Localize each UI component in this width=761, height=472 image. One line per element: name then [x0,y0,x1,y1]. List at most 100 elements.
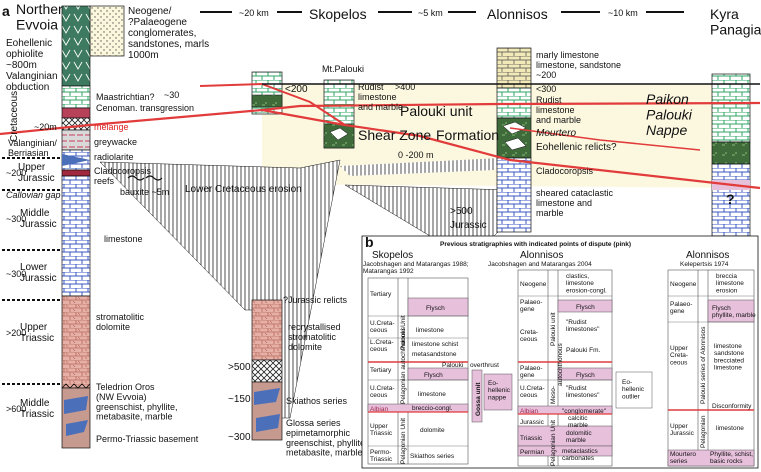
ophiolite-layer [61,5,91,87]
scale-label-10km: ~10 km [608,8,638,18]
marly-limestone [496,47,532,89]
greywacke-text: greywacke [94,137,137,147]
alonnisos-gt500: >500 [450,206,473,217]
thrust-upper [0,101,761,136]
c2-conglomerate: "conglomerate" [562,408,607,415]
gossa-nappe-box [483,373,513,411]
skopelos-m150: ~150 [228,394,251,405]
c1-lime-schist: limestone schist [412,341,458,348]
kyra-green-layer [711,141,751,165]
skopelos-m300: ~300 [228,432,251,443]
c1-breccio: breccio-congl. [412,405,453,412]
palouki-gt400: >400 [395,82,415,92]
c2-palaeogene2: Palaeo-gene [520,365,542,379]
skopelos-green-layer [251,94,283,108]
c1-albian: Albian [370,406,388,413]
cretaceous-label: Cretaceous [9,91,20,142]
jurassic-relicts-text: ?Jurassic relicts [283,295,348,305]
bauxite-layer [61,169,91,177]
c2-jurassic: Jurassic [520,419,545,426]
evvoia-column [61,5,125,449]
c1-limestone2: limestone [418,391,446,398]
triassic-dolomite [61,295,91,389]
c1-dolomite: dolomite [420,427,445,434]
basement-text: Permo-Triassic basement [96,434,199,444]
thrust-splay [261,83,346,126]
panel-b-label: b [365,234,374,250]
alonnisos2-b-source: Kelepertsis 1974 [680,261,729,268]
kyra-jurassic [711,163,751,237]
teledrion-text: Teledrion Oros(NW Evvoia)greenschist, ph… [96,382,178,422]
c1-ucret: U.Creta-ceous [370,320,395,334]
skopelos-b-source: Jacobshagen and Matarangas 1988;Matarang… [363,261,469,275]
c1-tertiary1: Tertiary [370,291,392,298]
gossa-unit-label: Gossa unit [475,382,482,416]
mourtero-text: Mourtero [536,128,576,139]
c2-flysch: Flysch [576,304,595,311]
jurassic-limestone [61,175,91,297]
c2-mesoautochth: Meso-autochthonous [550,343,564,404]
m20-text: ~20m [34,122,57,132]
scale-bar-10km: ~10 km [561,8,684,18]
reef-lens [62,154,90,166]
neogene-layer [89,5,125,57]
eohellenic-relicts-text: Eohellenic relicts? [536,142,617,153]
col2-flysch-box [557,299,613,313]
melange-text: mélange [94,122,129,132]
c1-pelagonian-unit: Pelagonian Unit [400,418,407,464]
skopelos-dolomite [251,299,283,361]
c1-overthrust: overthrust [470,362,499,369]
thrust-lower [261,108,761,190]
valanginian-text: Valanginian/Berriasian [8,138,57,158]
c2-flysch2: Flysch [576,372,595,379]
shear-zone-text: Shear Zone [358,127,431,143]
mt-palouki-text: Mt.Palouki [322,64,364,74]
palouki-unit-text: Palouki unit [400,103,472,119]
palouki-clast [329,127,349,141]
column-heading-alonnisos: Alonnisos [487,6,548,22]
c1-limestone: limestone [416,327,444,334]
lower-cretaceous-erosion-area [99,159,341,419]
erosion-text: Lower Cretaceous erosion [185,184,302,195]
col3-mourtero-box [667,449,755,467]
c2-permian: Permian [520,449,545,456]
basement-contact [61,383,91,389]
metabasite-lenses [64,396,88,436]
bauxite-text: bauxite ~5m [120,187,169,197]
c1-pelagonian-autochth: Pelagonian autochthonous [400,326,407,404]
scale-bar-20km: ~20 km [200,8,302,18]
alonnisos-cladocoropsis: Cladocoropsis [536,166,594,176]
scale-bar-5km: ~5 km [378,8,476,18]
alonnisos-jurassic-text: Jurassic [450,220,487,231]
col2-permian-box [517,445,613,457]
u200-text: ~200 [6,168,26,178]
m200-text: >200 [6,328,26,338]
c2-ucret: U.Creta-ceous [520,385,545,399]
limestone-text: limestone [104,234,143,244]
m300b-text: ~300 [6,269,26,279]
c1-flysch: Flysch [426,305,445,312]
maastrichtian-text: Maastrichtian? [96,92,155,102]
panel-b-title: Previous stratigraphies with indicated p… [440,241,631,248]
c2-palouki-unit: Palouki unit [550,312,557,346]
glossa-lenses [254,388,280,432]
m600-text: >600 [6,404,26,414]
c3-disconformity: Disconformity [712,403,752,410]
